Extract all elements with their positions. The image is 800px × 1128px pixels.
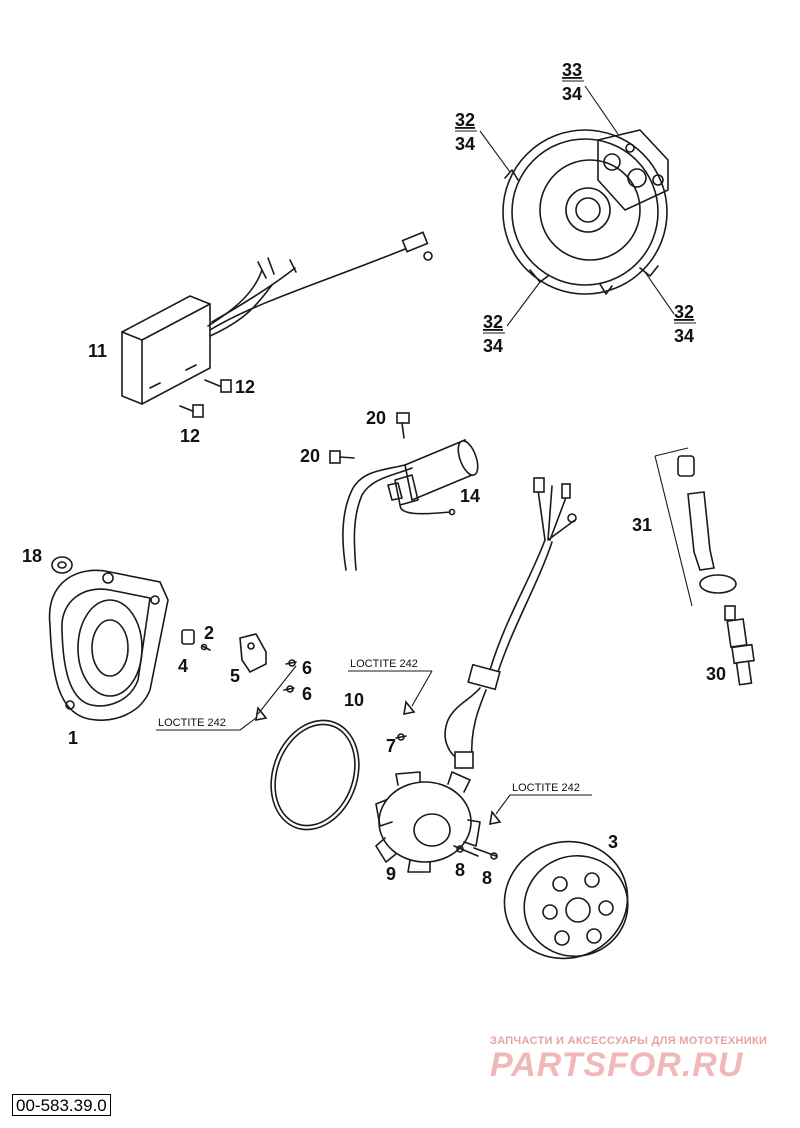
spark-plug-cap [654,447,737,607]
callout-7: 7 [386,736,396,756]
watermark-logo: PARTSFOR.RU [490,1046,744,1084]
callout-10: 10 [344,690,364,710]
callout-33: 33 [562,60,582,80]
callout-14: 14 [460,486,480,506]
loctite-note-a: LOCTITE 242 [158,717,226,729]
callout-11: 11 [88,341,107,361]
cover-callouts: 33 34 32 34 32 34 32 34 [455,60,696,356]
cdi-unit [121,231,433,405]
callout-32-b: 32 [483,312,503,332]
callout-6-b: 6 [302,684,312,704]
loctite-note-c: LOCTITE 242 [512,782,580,794]
callout-34-a: 34 [562,84,582,104]
callout-8-a: 8 [455,860,465,880]
callout-4: 4 [178,656,188,676]
callout-34-d: 34 [674,326,694,346]
watermark-tagline: ЗАПЧАСТИ И АКСЕССУАРЫ ДЛЯ МОТОТЕХНИКИ [490,1035,768,1047]
ignition-coil [342,438,479,571]
callout-12-b: 12 [180,426,200,446]
stator-cover [502,129,669,295]
cdi-screws [179,379,232,418]
stator-harness [444,477,577,769]
callout-8-b: 8 [482,868,492,888]
clip [181,629,195,645]
callout-6-a: 6 [302,658,312,678]
callout-1: 1 [68,728,78,748]
flywheel [503,840,629,960]
callout-20-a: 20 [366,408,386,428]
callout-18: 18 [22,546,42,566]
callout-9: 9 [386,864,396,884]
callout-3: 3 [608,832,618,852]
callout-2: 2 [204,623,214,643]
small-screw [200,643,211,651]
callout-30: 30 [706,664,726,684]
callout-20-b: 20 [300,446,320,466]
document-code: 00-583.39.0 [12,1094,111,1116]
o-ring [270,719,360,831]
callout-34-c: 34 [483,336,503,356]
callout-32-c: 32 [674,302,694,322]
coil-screws [329,412,410,464]
ignition-cover [48,569,169,721]
stator [375,771,481,873]
callout-5: 5 [230,666,240,686]
callout-34-b: 34 [455,134,475,154]
loctite-note-b: LOCTITE 242 [350,658,418,670]
callout-12-a: 12 [235,377,255,397]
nut [51,556,73,574]
spark-plug [724,605,755,686]
callout-31: 31 [632,515,652,535]
callout-32-a: 32 [455,110,475,130]
bracket-screws [255,659,297,722]
stator-screws [395,700,502,860]
bracket [239,633,267,674]
